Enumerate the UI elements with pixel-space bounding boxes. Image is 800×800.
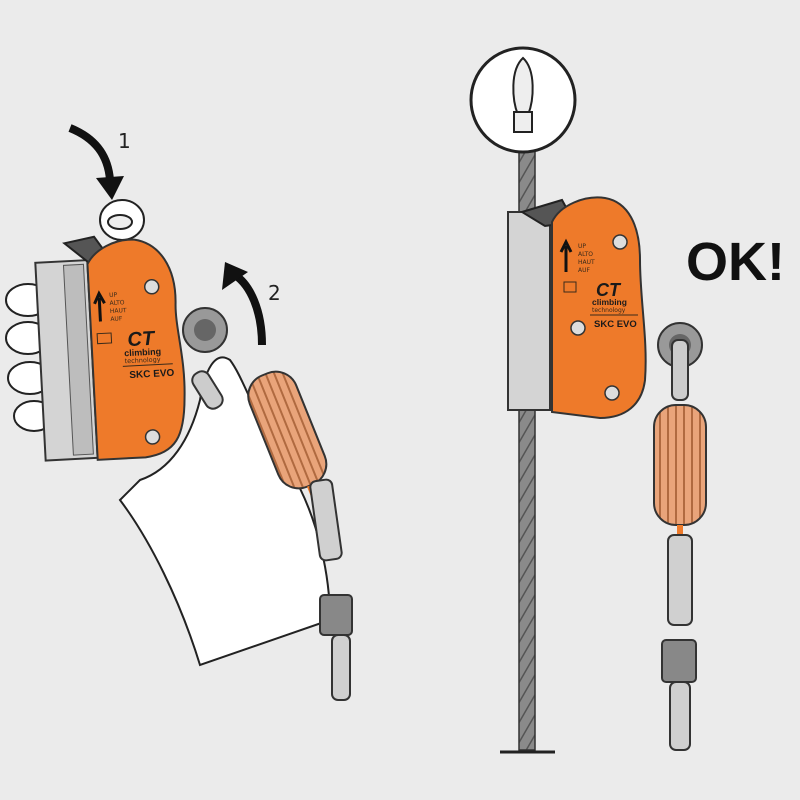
left-scene: UP ALTO HAUT AUF CT climbing technology … <box>5 124 353 701</box>
label-up: UP <box>109 292 118 299</box>
ct-logo: CT <box>596 280 622 300</box>
step-1-label: 1 <box>118 129 131 153</box>
manual-icon <box>563 281 577 293</box>
brand-line1: climbing <box>124 346 161 358</box>
label-alto: ALTO <box>578 251 593 258</box>
ct-logo: CT <box>127 328 157 351</box>
model-name: SKC EVO <box>594 319 637 330</box>
label-haut: HAUT <box>578 259 595 266</box>
energy-absorber-right <box>653 339 707 540</box>
label-haut: HAUT <box>110 307 127 315</box>
brand-line2: technology <box>124 355 161 365</box>
device-right: UP ALTO HAUT AUF CT climbing technology … <box>507 196 647 420</box>
step-2-label: 2 <box>268 281 281 305</box>
carabiner-left <box>309 478 353 701</box>
label-auf: AUF <box>578 267 590 274</box>
label-alto: ALTO <box>109 299 125 307</box>
device-left: UP ALTO HAUT AUF CT climbing technology … <box>34 235 186 462</box>
manual-icon <box>96 332 113 345</box>
right-scene: UP ALTO HAUT AUF CT climbing technology … <box>469 46 785 754</box>
arrow-step-1 <box>68 124 114 181</box>
brand-line2: technology <box>592 307 626 314</box>
anchor-thimble <box>512 56 534 116</box>
back-plate <box>507 211 551 411</box>
brand-line1: climbing <box>592 297 627 307</box>
model-name: SKC EVO <box>129 368 175 381</box>
carabiner-right <box>661 534 697 751</box>
label-auf: AUF <box>110 315 123 323</box>
device-body <box>551 196 647 420</box>
device-body <box>86 238 186 461</box>
label-up: UP <box>578 243 586 250</box>
steel-cable <box>518 109 536 751</box>
arrow-step-2 <box>232 271 266 346</box>
ok-label: OK! <box>686 232 785 292</box>
